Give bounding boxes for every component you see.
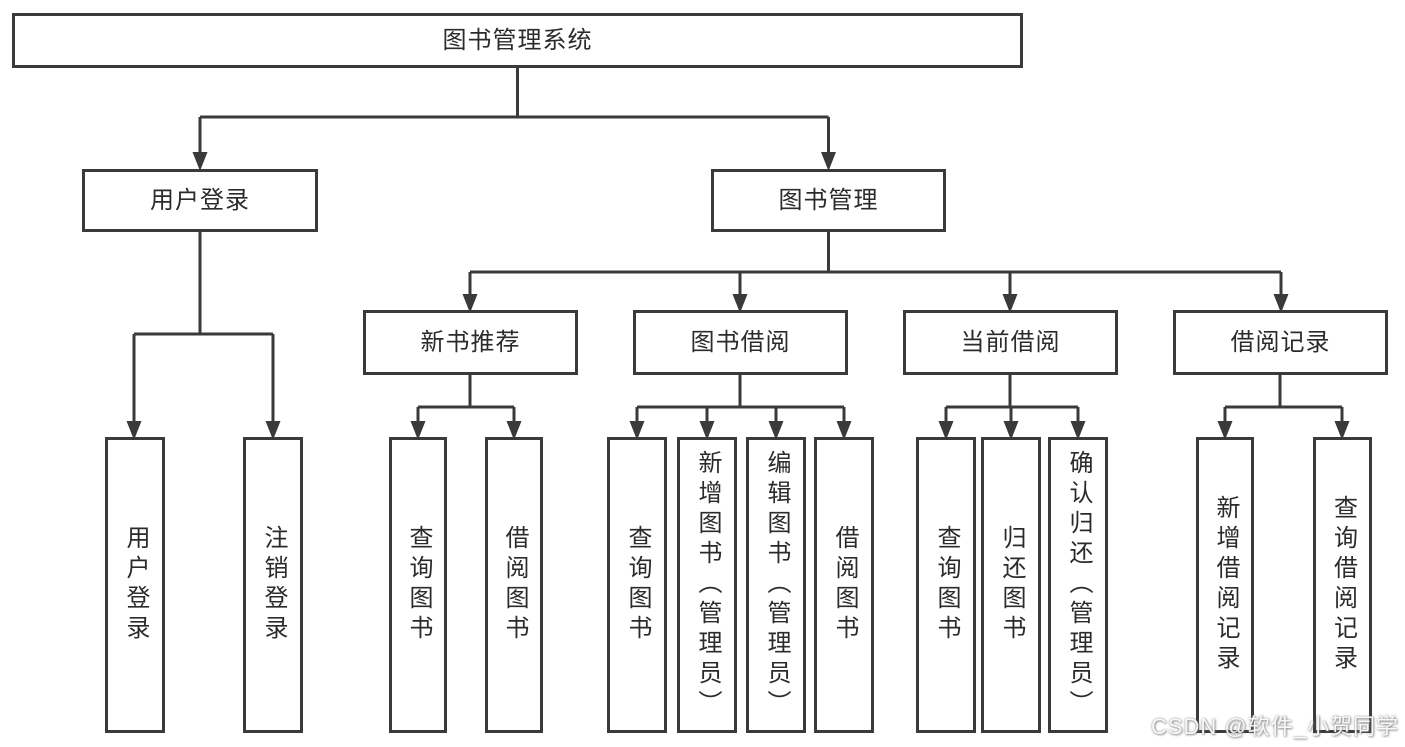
node-book-borrow: 图书借阅 <box>633 310 848 375</box>
connector-root-to-level2 <box>192 68 836 171</box>
node-new-book-recommend-label: 新书推荐 <box>420 328 521 356</box>
leaf-bookborrow-edit-books-admin: 编辑图书（管理员） <box>746 437 806 733</box>
leaf-bookborrow-borrow-books: 借阅图书 <box>814 437 874 733</box>
connector-book-management-group <box>462 232 1289 313</box>
node-new-book-recommend: 新书推荐 <box>363 310 578 375</box>
leaf-user-login: 用户登录 <box>105 437 165 733</box>
leaf-newbook-query-books: 查询图书 <box>389 437 447 733</box>
leaf-newbook-borrow-books: 借阅图书 <box>485 437 543 733</box>
connector-current-borrow-group <box>938 375 1086 440</box>
leaf-current-confirm-return-admin-label: 确认归还（管理员） <box>1065 450 1092 720</box>
leaf-newbook-query-books-label: 查询图书 <box>405 525 432 645</box>
leaf-current-return-books: 归还图书 <box>981 437 1041 733</box>
node-root-system-label: 图书管理系统 <box>442 26 593 54</box>
leaf-user-login-label: 用户登录 <box>122 525 149 645</box>
csdn-watermark: CSDN @软件_小贺同学 <box>1150 714 1399 739</box>
node-book-management-label: 图书管理 <box>778 186 879 214</box>
node-borrow-records: 借阅记录 <box>1173 310 1388 375</box>
leaf-bookborrow-query-books: 查询图书 <box>607 437 667 733</box>
node-current-borrow-label: 当前借阅 <box>960 328 1061 356</box>
connector-book-borrow-group <box>629 375 852 440</box>
connector-new-book-group <box>410 375 522 440</box>
node-user-login-label: 用户登录 <box>150 186 250 214</box>
leaf-current-confirm-return-admin: 确认归还（管理员） <box>1048 437 1108 733</box>
node-root-system: 图书管理系统 <box>12 13 1023 68</box>
leaf-bookborrow-add-books-admin: 新增图书（管理员） <box>677 437 737 733</box>
leaf-records-add-record-label: 新增借阅记录 <box>1212 495 1239 675</box>
node-borrow-records-label: 借阅记录 <box>1230 328 1331 356</box>
leaf-logout-label: 注销登录 <box>260 525 287 645</box>
leaf-bookborrow-add-books-admin-label: 新增图书（管理员） <box>694 450 721 720</box>
connector-borrow-records-group <box>1217 375 1350 440</box>
connector-user-login-group <box>126 232 281 440</box>
leaf-records-query-record: 查询借阅记录 <box>1313 437 1372 733</box>
node-book-borrow-label: 图书借阅 <box>690 328 791 356</box>
leaf-bookborrow-borrow-books-label: 借阅图书 <box>831 525 858 645</box>
leaf-current-query-books-label: 查询图书 <box>933 525 960 645</box>
leaf-current-query-books: 查询图书 <box>916 437 976 733</box>
leaf-newbook-borrow-books-label: 借阅图书 <box>501 525 528 645</box>
leaf-bookborrow-query-books-label: 查询图书 <box>624 525 651 645</box>
leaf-current-return-books-label: 归还图书 <box>998 525 1025 645</box>
leaf-records-add-record: 新增借阅记录 <box>1196 437 1254 733</box>
node-current-borrow: 当前借阅 <box>903 310 1118 375</box>
leaf-records-query-record-label: 查询借阅记录 <box>1329 495 1357 675</box>
node-user-login: 用户登录 <box>82 169 318 232</box>
leaf-bookborrow-edit-books-admin-label: 编辑图书（管理员） <box>763 450 790 720</box>
leaf-logout: 注销登录 <box>243 437 303 733</box>
node-book-management: 图书管理 <box>711 169 946 232</box>
